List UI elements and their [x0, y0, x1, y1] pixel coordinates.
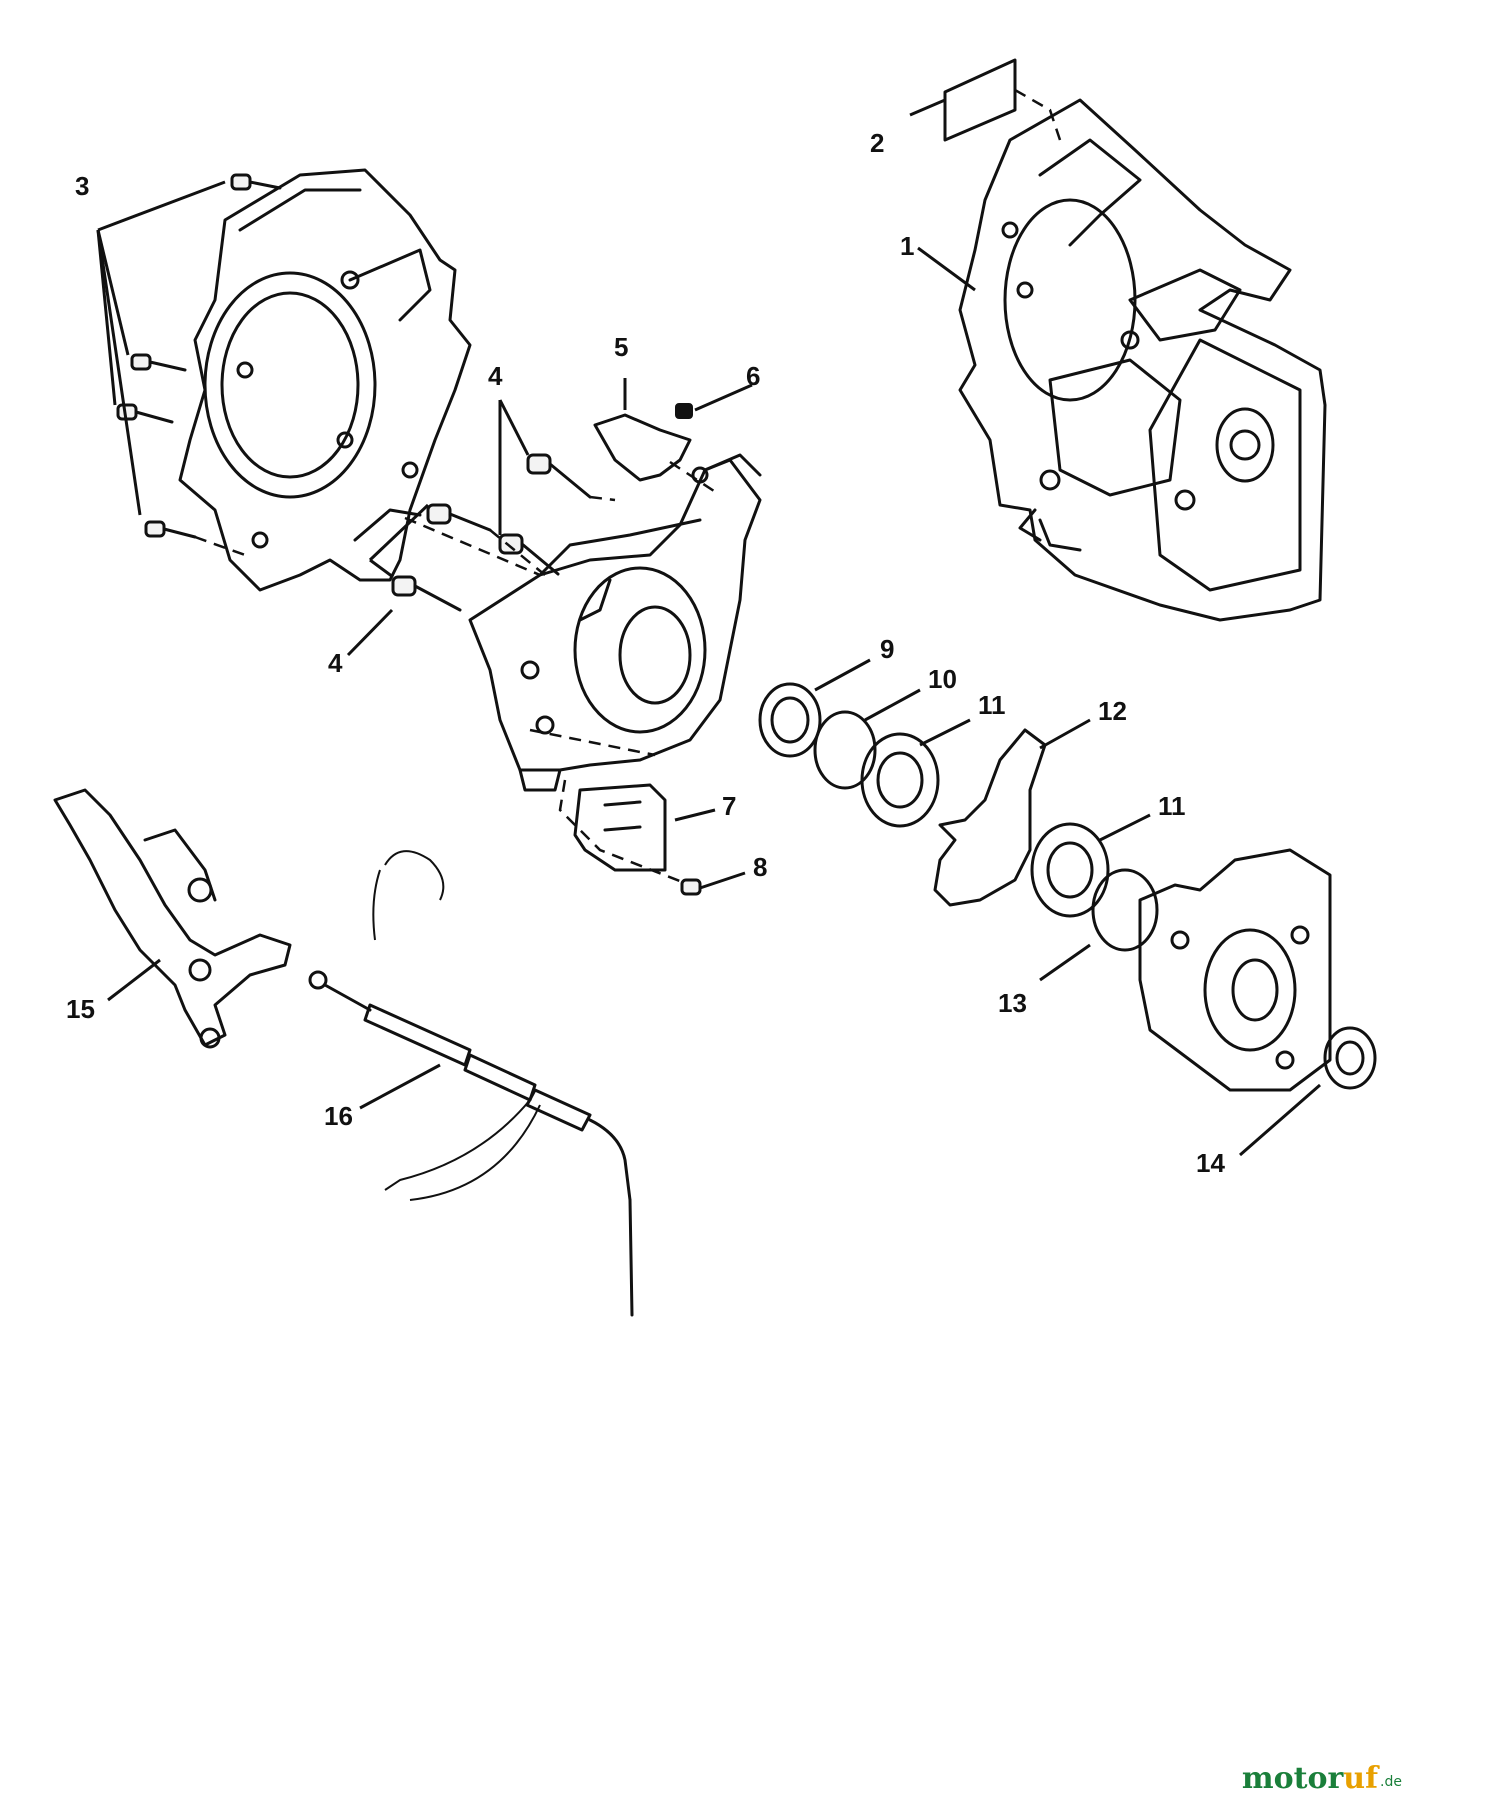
- screw: [526, 453, 592, 499]
- screw: [116, 403, 174, 424]
- throttle-lever: [53, 788, 292, 1049]
- oil-seal: [758, 682, 822, 758]
- bracket-screw: [680, 878, 702, 896]
- decal-label: [943, 58, 1017, 142]
- callout-2: 2: [870, 128, 884, 158]
- screw: [391, 575, 462, 612]
- callout-5: 5: [614, 332, 628, 362]
- gasket: [933, 728, 1047, 907]
- throttle-cable: [308, 850, 634, 1317]
- callout-14: 14: [1196, 1148, 1225, 1178]
- cover-screws: [116, 173, 282, 557]
- screw: [144, 520, 197, 539]
- callout-4-lower: 4: [328, 648, 343, 678]
- screw: [230, 173, 282, 191]
- screw: [426, 503, 492, 532]
- callout-13: 13: [998, 988, 1027, 1018]
- callout-4-upper: 4: [488, 361, 503, 391]
- callout-10: 10: [928, 664, 957, 694]
- watermark-prefix: motor: [1242, 1761, 1345, 1796]
- crankcase-screws: [391, 453, 616, 612]
- callout-1: 1: [900, 231, 914, 261]
- ball-bearing-upper: [860, 732, 940, 828]
- callout-11-upper: 11: [978, 690, 1006, 720]
- callout-8: 8: [753, 852, 767, 882]
- o-ring: [1091, 868, 1159, 952]
- hex-nut: [675, 403, 693, 419]
- callout-3: 3: [75, 171, 89, 201]
- watermark-logo: motoruf .de: [1242, 1761, 1402, 1796]
- callout-11-lower: 11: [1158, 791, 1186, 821]
- oil-seal-lower: [1323, 1026, 1377, 1090]
- callout-9: 9: [880, 634, 894, 664]
- leader-lines: [96, 88, 1321, 1157]
- callout-16: 16: [324, 1101, 353, 1131]
- screw: [130, 353, 187, 372]
- fan-housing-cover: [178, 168, 472, 592]
- mounting-bracket: [558, 779, 691, 887]
- callout-labels: 1 2 3 4 4 5 6 7 8 9 10 11 11 12 13 14 15…: [66, 128, 1225, 1178]
- crankcase-housing-assembly: [958, 98, 1327, 622]
- svg-text:motoruf: motoruf: [1242, 1761, 1380, 1796]
- callout-6: 6: [746, 361, 760, 391]
- watermark-highlight: uf: [1343, 1761, 1380, 1796]
- ball-bearing-lower: [1030, 822, 1110, 918]
- screw: [498, 533, 560, 576]
- crankcase-half-lower: [1138, 848, 1332, 1092]
- callout-12: 12: [1098, 696, 1127, 726]
- watermark-suffix: .de: [1380, 1774, 1402, 1790]
- clip-cover: [593, 413, 721, 497]
- callout-15: 15: [66, 994, 95, 1024]
- callout-7: 7: [722, 791, 736, 821]
- retaining-ring: [813, 710, 877, 790]
- crankcase-half-center: [468, 453, 762, 792]
